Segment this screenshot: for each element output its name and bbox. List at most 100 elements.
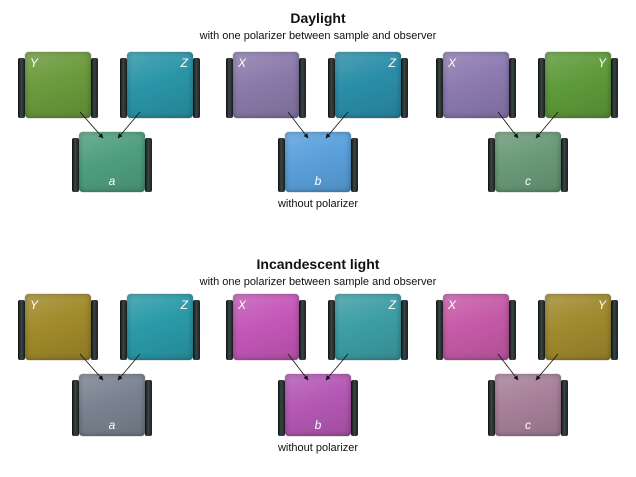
polarizer-panel-left (72, 138, 79, 192)
crystal-cube (233, 294, 299, 360)
polarizer-panel-left (538, 58, 545, 118)
sample-left: X (226, 52, 306, 118)
polarizer-panel-right (193, 300, 200, 360)
polarizer-panel-right (401, 300, 408, 360)
sample-result: c (488, 132, 568, 192)
sample-result: c (488, 374, 568, 436)
polarizer-panel-left (436, 300, 443, 360)
sample-left: Y (18, 52, 98, 118)
sample-result: a (72, 374, 152, 436)
crystal-cube (545, 294, 611, 360)
crystal-cube (79, 132, 145, 192)
polarizer-panel-right (611, 300, 618, 360)
polarizer-panel-left (120, 58, 127, 118)
section-subtitle: with one polarizer between sample and ob… (199, 276, 437, 288)
crystal-cube (545, 52, 611, 118)
result-label: a (108, 174, 116, 188)
section-subtitle: with one polarizer between sample and ob… (199, 30, 437, 42)
polarizer-panel-right (509, 58, 516, 118)
sample-label: Z (388, 56, 396, 70)
arrow (535, 111, 559, 139)
result-label: b (314, 174, 322, 188)
result-label: a (108, 418, 116, 432)
polarizer-panel-left (328, 58, 335, 118)
crystal-cube (25, 294, 91, 360)
polarizer-panel-right (561, 380, 568, 436)
polarizer-panel-left (18, 300, 25, 360)
polarizer-panel-left (278, 380, 285, 436)
crystal-cube (495, 132, 561, 192)
sample-right: Z (328, 294, 408, 360)
arrow (79, 353, 104, 381)
polarizer-panel-right (145, 380, 152, 436)
sample-right: Y (538, 294, 618, 360)
crystal-cube (79, 374, 145, 436)
crystal-cube (335, 294, 401, 360)
polarizer-panel-left (328, 300, 335, 360)
crystal-cube (443, 294, 509, 360)
sample-left: X (226, 294, 306, 360)
sample-label: X (238, 56, 247, 70)
polarizer-panel-left (538, 300, 545, 360)
polarizer-panel-left (436, 58, 443, 118)
crystal-cube (233, 52, 299, 118)
polarizer-panel-right (91, 58, 98, 118)
polarizer-panel-right (351, 380, 358, 436)
sample-label: Z (388, 298, 396, 312)
crystal-cube (495, 374, 561, 436)
polarizer-panel-left (226, 300, 233, 360)
sample-right: Z (120, 294, 200, 360)
section-title: Incandescent light (256, 256, 380, 272)
crystal-cube (335, 52, 401, 118)
arrow (117, 353, 141, 381)
polarizer-panel-left (120, 300, 127, 360)
arrow (79, 111, 104, 139)
sample-label: Y (30, 56, 39, 70)
sample-label: Y (597, 298, 606, 312)
sample-result: b (278, 132, 358, 192)
polarizer-panel-right (611, 58, 618, 118)
polarizer-panel-right (401, 58, 408, 118)
crystal-cube (25, 52, 91, 118)
crystal-cube (285, 132, 351, 192)
result-label: c (525, 418, 531, 432)
sample-left: X (436, 52, 516, 118)
sample-label: Y (30, 298, 39, 312)
sample-label: X (448, 298, 457, 312)
caption-without-polarizer: without polarizer (277, 442, 359, 454)
polarizer-panel-right (299, 58, 306, 118)
sample-label: X (448, 56, 457, 70)
polarizer-panel-left (488, 138, 495, 192)
arrow (325, 353, 349, 381)
polarizer-panel-right (193, 58, 200, 118)
crystal-cube (127, 294, 193, 360)
sample-result: b (278, 374, 358, 436)
arrow (497, 111, 519, 139)
arrow (325, 111, 349, 139)
polarizer-panel-right (145, 138, 152, 192)
polarizer-panel-right (351, 138, 358, 192)
sample-result: a (72, 132, 152, 192)
sample-label: Z (180, 56, 188, 70)
sample-right: Y (538, 52, 618, 118)
polarizer-panel-right (561, 138, 568, 192)
polarizer-panel-right (299, 300, 306, 360)
sample-label: Y (597, 56, 606, 70)
crystal-cube (127, 52, 193, 118)
result-label: c (525, 174, 531, 188)
sample-label: X (238, 298, 247, 312)
caption-without-polarizer: without polarizer (277, 198, 359, 210)
polarizer-panel-left (488, 380, 495, 436)
crystal-cube (443, 52, 509, 118)
sample-right: Z (120, 52, 200, 118)
arrow (497, 353, 519, 381)
crystal-cube (285, 374, 351, 436)
sample-label: Z (180, 298, 188, 312)
arrow (287, 353, 309, 381)
polarizer-panel-left (278, 138, 285, 192)
polarizer-panel-left (18, 58, 25, 118)
polarizer-panel-right (509, 300, 516, 360)
polarizer-panel-left (72, 380, 79, 436)
arrow (117, 111, 141, 139)
